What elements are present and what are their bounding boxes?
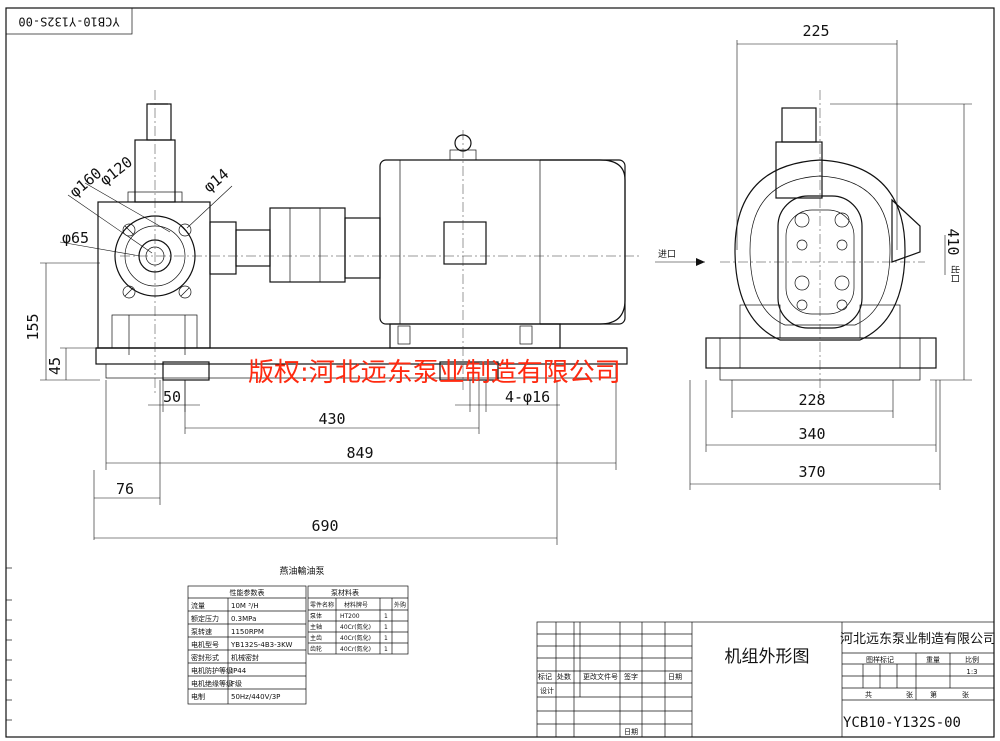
material-header-1: 材料牌号 bbox=[344, 601, 368, 609]
perf-row-3-label: 电机型号 bbox=[191, 640, 219, 649]
dim-phi160: φ160 bbox=[66, 164, 105, 201]
material-row-0-name: 泵体 bbox=[310, 612, 322, 620]
dim-849: 849 bbox=[346, 444, 373, 462]
perf-row-5-label: 电机防护等级 bbox=[191, 666, 233, 675]
dim-430: 430 bbox=[318, 410, 345, 428]
tb-total: 共 bbox=[865, 690, 872, 699]
material-row-2-name: 主齿 bbox=[310, 634, 322, 642]
dim-phi65: φ65 bbox=[62, 229, 89, 247]
dim-4-phi16: 4-φ16 bbox=[505, 388, 550, 406]
material-row-3-qty: 1 bbox=[384, 646, 388, 653]
perf-row-4-value: 机械密封 bbox=[231, 653, 259, 662]
outlet-label: 出口 bbox=[949, 265, 961, 283]
tb-count: 处数 bbox=[557, 672, 571, 681]
perf-row-6-value: F级 bbox=[231, 679, 242, 688]
material-row-0-mat: HT200 bbox=[340, 613, 360, 620]
dim-45: 45 bbox=[46, 357, 64, 375]
perf-row-6-label: 电机绝缘等级 bbox=[191, 679, 233, 688]
drawing-name: 机组外形图 bbox=[725, 647, 810, 667]
tb-page-sheet: 张 bbox=[962, 690, 969, 699]
tb-change-doc: 更改文件号 bbox=[583, 672, 618, 681]
code-box bbox=[5, 7, 133, 35]
perf-row-5-value: IP44 bbox=[231, 667, 247, 675]
material-header-3: 外购 bbox=[394, 601, 406, 609]
perf-row-7-value: 50Hz/440V/3P bbox=[231, 693, 280, 701]
dim-228: 228 bbox=[798, 391, 825, 409]
center-title: 燕油輸油泵 bbox=[279, 565, 324, 577]
tb-sign: 签字 bbox=[624, 672, 638, 681]
tb-scale: 1:3 bbox=[966, 668, 977, 676]
watermark: 版权:河北远东泵业制造有限公司 bbox=[248, 358, 621, 388]
material-row-2-mat: 40Cr(氮化) bbox=[340, 634, 371, 642]
dim-410: 410 bbox=[944, 228, 962, 255]
left-margin-ticks bbox=[6, 567, 12, 721]
title-block bbox=[536, 621, 995, 738]
perf-row-1-label: 额定压力 bbox=[191, 614, 219, 623]
perf-row-2-value: 1150RPM bbox=[231, 628, 264, 636]
performance-table bbox=[187, 585, 307, 705]
front-view bbox=[95, 90, 640, 395]
dim-50: 50 bbox=[163, 388, 181, 406]
perf-row-0-label: 流量 bbox=[191, 601, 205, 610]
top-left-code: YCB10-Y132S-00 bbox=[18, 15, 119, 29]
perf-row-3-value: YB132S-4B3-3KW bbox=[230, 641, 292, 649]
tb-page: 第 bbox=[930, 690, 937, 699]
material-row-3-mat: 40Cr(氮化) bbox=[340, 645, 371, 653]
dim-340: 340 bbox=[798, 425, 825, 443]
dim-phi120: φ120 bbox=[96, 153, 136, 189]
dim-155: 155 bbox=[24, 313, 42, 340]
material-row-0-qty: 1 bbox=[384, 613, 388, 620]
tb-date: 日期 bbox=[668, 673, 682, 681]
dim-690: 690 bbox=[311, 517, 338, 535]
material-row-1-mat: 40Cr(氮化) bbox=[340, 623, 371, 631]
material-header-0: 零件名称 bbox=[310, 601, 334, 609]
company-name: 河北远东泵业制造有限公司 bbox=[840, 632, 996, 647]
material-row-3-name: 齿轮 bbox=[310, 645, 322, 653]
side-view bbox=[705, 90, 937, 395]
material-table bbox=[307, 585, 409, 655]
tb-date2: 日期 bbox=[624, 728, 638, 736]
tb-stage-mark: 图样标记 bbox=[866, 655, 894, 664]
perf-row-4-label: 密封形式 bbox=[191, 653, 219, 662]
material-row-2-qty: 1 bbox=[384, 635, 388, 642]
tb-sheet: 张 bbox=[906, 690, 913, 699]
perf-row-0-value: 10M ³/H bbox=[231, 602, 259, 610]
drawing-number: YCB10-Y132S-00 bbox=[843, 715, 961, 731]
material-row-1-name: 主轴 bbox=[310, 623, 322, 631]
perf-row-7-label: 电制 bbox=[191, 692, 205, 701]
tb-weight: 重量 bbox=[926, 656, 940, 664]
drawing-border bbox=[5, 7, 995, 738]
dim-370: 370 bbox=[798, 463, 825, 481]
dim-phi14: φ14 bbox=[200, 165, 232, 196]
tb-design: 设计 bbox=[540, 686, 554, 695]
perf-table-title: 性能参数表 bbox=[230, 588, 265, 597]
inlet-label: 进口 bbox=[658, 249, 676, 260]
perf-row-1-value: 0.3MPa bbox=[231, 615, 256, 623]
tb-mark: 标记 bbox=[538, 672, 552, 681]
side-dimensions bbox=[655, 40, 972, 490]
perf-row-2-label: 泵转速 bbox=[191, 627, 212, 636]
tb-ratio: 比例 bbox=[965, 655, 979, 664]
front-dimensions bbox=[40, 182, 617, 545]
material-table-title: 泵材料表 bbox=[331, 588, 359, 597]
material-row-1-qty: 1 bbox=[384, 624, 388, 631]
dim-76: 76 bbox=[116, 480, 134, 498]
dim-225: 225 bbox=[802, 22, 829, 40]
